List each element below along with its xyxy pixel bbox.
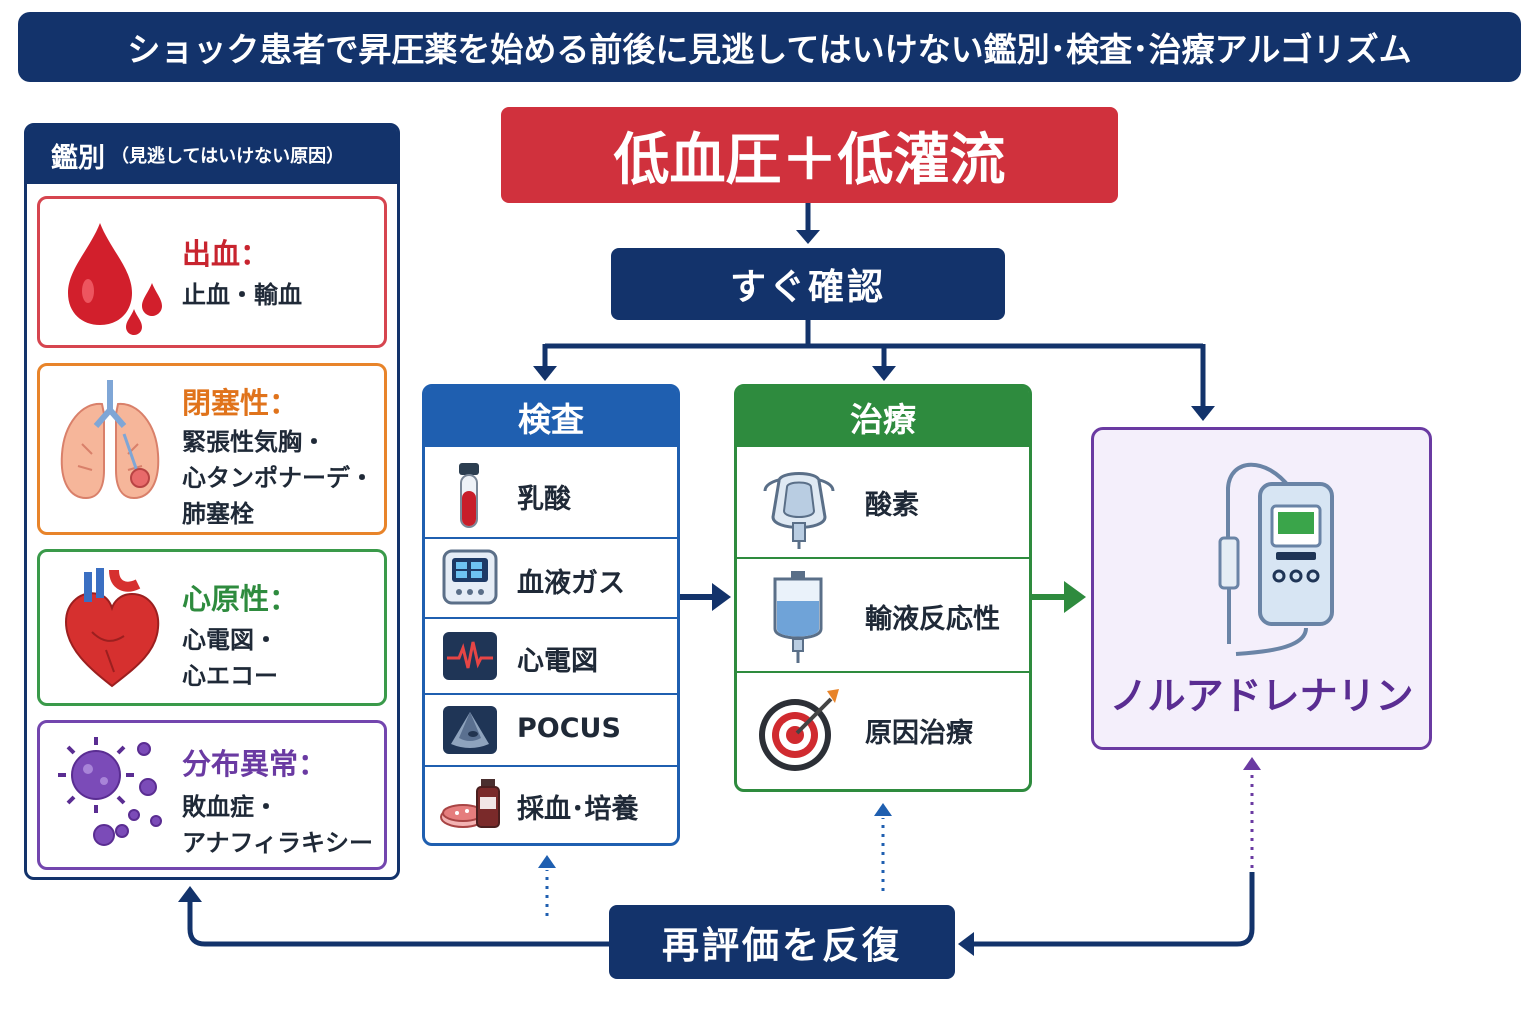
arrowhead <box>178 886 202 902</box>
target-icon <box>757 685 841 773</box>
differential-card-hemorrhage[interactable]: 出血： 止血・輸血 <box>37 196 387 348</box>
ultrasound-icon <box>441 704 499 756</box>
differential-detail-cardiogenic: 心電図・ 心エコー <box>182 626 278 690</box>
differential-note: （見逃してはいけない原因） <box>111 146 345 167</box>
arrowhead <box>796 230 820 244</box>
differential-detail-obstructive: 緊張性気胸・ 心タンポナーデ・ 肺塞栓 <box>182 428 374 528</box>
vasopressor-label: ノルアドレナリン <box>1109 674 1414 718</box>
arrowhead <box>538 855 556 868</box>
differential-card-obstructive[interactable]: 閉塞性： 緊張性気胸・ 心タンポナーデ・ 肺塞栓 <box>37 363 387 535</box>
test-row-culture[interactable]: 採血･培養 <box>425 767 677 843</box>
test-row-pocus[interactable]: POCUS <box>425 695 677 765</box>
treatment-label-oxygen: 酸素 <box>865 490 919 521</box>
start-condition-box: 低血圧＋低灌流 <box>501 107 1118 203</box>
test-label-blood-gas: 血液ガス <box>517 568 625 599</box>
vasopressor-box[interactable]: ノルアドレナリン <box>1091 427 1432 750</box>
treatment-row-oxygen[interactable]: 酸素 <box>737 449 1029 557</box>
ecg-monitor-icon <box>441 630 499 682</box>
test-label-pocus: POCUS <box>517 713 621 744</box>
test-row-lactate[interactable]: 乳酸 <box>425 451 677 537</box>
differential-card-cardiogenic[interactable]: 心原性： 心電図・ 心エコー <box>37 549 387 706</box>
oxygen-mask-icon <box>759 461 839 549</box>
iv-bag-icon <box>765 569 831 663</box>
row-divider <box>425 765 677 767</box>
blood-tube-icon <box>451 461 487 531</box>
arrowhead <box>872 366 896 381</box>
reassess-box: 再評価を反復 <box>609 905 955 979</box>
tests-header: 検査 <box>425 387 677 447</box>
treatment-panel: 治療 酸素 輸液反応性 <box>734 384 1032 792</box>
arrowhead <box>1191 406 1215 421</box>
page-title: ショック患者で昇圧薬を始める前後に見逃してはいけない鑑別･検査･治療アルゴリズム <box>18 12 1521 82</box>
arrow-reassess-to-differential <box>187 900 609 947</box>
row-divider <box>737 557 1029 559</box>
test-label-culture: 採血･培養 <box>517 794 639 825</box>
differential-title-obstructive: 閉塞性： <box>182 386 299 420</box>
arrowhead <box>1064 581 1086 613</box>
arrowhead <box>958 932 974 956</box>
heart-icon <box>52 562 170 692</box>
blood-gas-analyzer-icon <box>441 548 499 606</box>
row-divider <box>425 537 677 539</box>
arrowhead <box>712 583 731 611</box>
treatment-label-cause: 原因治療 <box>865 718 973 749</box>
differential-title: 鑑別 <box>51 142 105 174</box>
treatment-header: 治療 <box>737 387 1029 447</box>
lungs-icon <box>52 374 170 504</box>
differential-detail-hemorrhage: 止血・輸血 <box>182 281 302 309</box>
differential-title-distributive: 分布異常： <box>182 747 328 781</box>
blood-drop-icon <box>52 209 170 339</box>
arrowhead <box>874 803 892 816</box>
treatment-row-cause[interactable]: 原因治療 <box>737 673 1029 787</box>
test-row-ecg[interactable]: 心電図 <box>425 619 677 693</box>
row-divider <box>737 671 1029 673</box>
culture-dish-icon <box>437 775 505 835</box>
arrow-vasopressor-to-reassess <box>972 872 1255 947</box>
treatment-label-fluid: 輸液反応性 <box>865 604 1000 635</box>
bacteria-icon <box>52 731 170 861</box>
test-row-blood-gas[interactable]: 血液ガス <box>425 539 677 617</box>
infusion-pump-icon <box>1206 448 1336 658</box>
treatment-row-fluid[interactable]: 輸液反応性 <box>737 559 1029 671</box>
differential-panel: 鑑別 （見逃してはいけない原因） 出血： 止血・輸血 <box>24 123 400 880</box>
test-label-ecg: 心電図 <box>517 646 598 677</box>
differential-title-cardiogenic: 心原性： <box>182 582 299 616</box>
arrowhead <box>1243 757 1261 770</box>
arrowhead <box>533 366 557 381</box>
differential-header: 鑑別 （見逃してはいけない原因） <box>27 126 397 184</box>
tests-panel: 検査 乳酸 血液ガス <box>422 384 680 846</box>
confirm-box: すぐ確認 <box>611 248 1005 320</box>
differential-detail-distributive: 敗血症・ アナフィラキシー <box>182 793 374 857</box>
row-divider <box>425 617 677 619</box>
differential-title-hemorrhage: 出血： <box>182 237 270 271</box>
differential-card-distributive[interactable]: 分布異常： 敗血症・ アナフィラキシー <box>37 720 387 870</box>
row-divider <box>425 693 677 695</box>
test-label-lactate: 乳酸 <box>517 484 571 515</box>
